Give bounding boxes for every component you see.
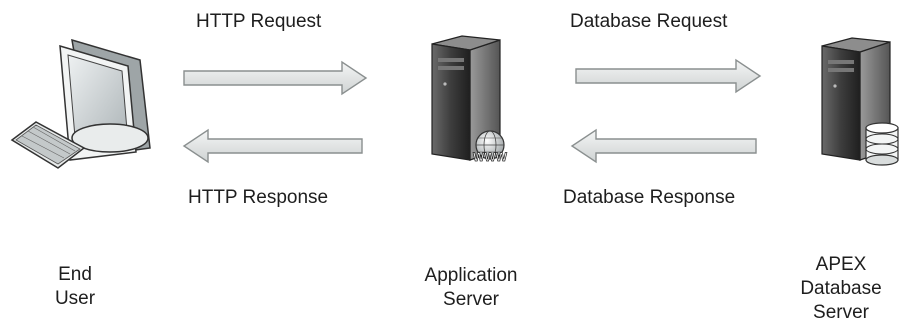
application-server-label: Application Server xyxy=(401,264,541,312)
apex-label-line3: Server xyxy=(813,302,869,323)
application-server-icon xyxy=(431,35,505,161)
apex-label-line2: Database xyxy=(800,278,882,299)
database-server-icon xyxy=(821,37,899,166)
http-response-label: HTTP Response xyxy=(188,187,329,208)
www-badge: WWW xyxy=(473,150,508,164)
end-user-computer-icon xyxy=(10,38,151,169)
http-request-label: HTTP Request xyxy=(196,11,322,32)
database-request-label: Database Request xyxy=(570,11,728,32)
end-user-label-line2: User xyxy=(54,288,96,309)
database-request-arrow xyxy=(575,58,762,94)
application-server-label-line2: Server xyxy=(443,289,499,310)
application-server-label-line1: Application xyxy=(424,265,518,286)
end-user-label-line1: End xyxy=(58,264,92,285)
end-user-label: End User xyxy=(5,263,145,311)
http-response-arrow xyxy=(182,128,363,164)
database-response-label: Database Response xyxy=(563,187,736,208)
apex-label-line1: APEX xyxy=(815,254,867,275)
database-cylinder-icon xyxy=(865,122,899,166)
apex-database-server-label: APEX Database Server xyxy=(771,253,911,325)
database-response-arrow xyxy=(570,128,757,164)
http-request-arrow xyxy=(183,60,368,96)
